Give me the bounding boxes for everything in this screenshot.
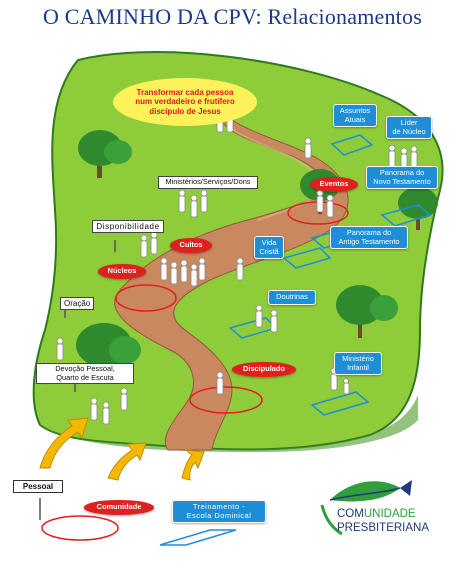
tree-icon (398, 187, 438, 230)
label-nucleos: Núcleos (98, 264, 146, 279)
label-treinamento: Treinamento - Escola Dominical (172, 500, 266, 524)
label-comunidade: Comunidade (84, 500, 154, 515)
sign-disponibilidade: Disponibilidade (92, 220, 164, 234)
tree-icon (336, 285, 398, 338)
goal-ellipse: Transformar cada pessoa num verdadeiro e… (113, 78, 257, 126)
label-panorama-nt: Panorama do Novo Testamento (366, 166, 438, 190)
fish-logo-icon (320, 480, 412, 536)
sign-devocao: Devoção Pessoal, Quarto de Escuta (36, 363, 134, 385)
label-lider-nucleo: Líder de Núcleo (386, 116, 432, 140)
sign-oracao: Oração (60, 297, 94, 311)
label-vida-crista: Vida Cristã (254, 236, 284, 260)
label-assuntos-atuais: Assuntos Atuais (333, 104, 377, 128)
page-title: O CAMINHO DA CPV: Relacionamentos (43, 4, 422, 29)
arrow-up-icon (39, 417, 205, 481)
label-eventos: Eventos (310, 177, 358, 192)
label-cultos: Cultos (170, 238, 212, 253)
label-panorama-at: Panorama do Antigo Testamento (330, 226, 408, 250)
goal-text: Transformar cada pessoa num verdadeiro e… (135, 88, 235, 116)
label-doutrinas: Doutrinas (268, 290, 316, 305)
logo-text-com: COM (337, 508, 364, 520)
sign-ministerios: Ministérios/Serviços/Dons (158, 176, 258, 189)
logo-text-presbiteriana: PRESBITERIANA (337, 522, 430, 534)
logo-text-line1: COMUNIDADE (337, 508, 416, 520)
label-discipulado: Discipulado (232, 362, 296, 377)
label-ministerio-infantil: Ministério Infantil (334, 352, 382, 376)
logo-text-unidade: UNIDADE (363, 508, 416, 520)
tree-icon (78, 130, 132, 178)
sign-pessoal: Pessoal (13, 480, 63, 494)
